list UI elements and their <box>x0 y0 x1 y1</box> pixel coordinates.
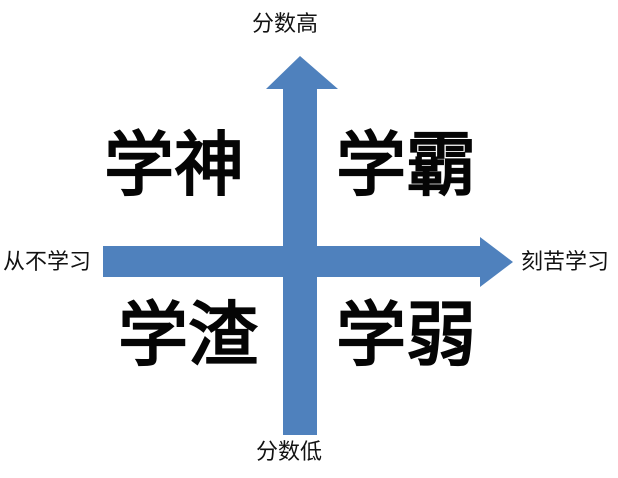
horizontal-arrow <box>103 237 513 287</box>
axis-label-study-hard: 刻苦学习 <box>521 250 610 275</box>
quadrant-label-top-left: 学神 <box>104 124 244 206</box>
quadrant-label-bottom-right: 学弱 <box>336 294 476 376</box>
axis-label-score-low: 分数低 <box>256 440 323 465</box>
quadrant-label-top-right: 学霸 <box>336 124 476 206</box>
axis-label-score-high: 分数高 <box>252 12 319 37</box>
vertical-arrow <box>266 56 338 435</box>
quadrant-label-bottom-left: 学渣 <box>118 294 258 376</box>
axis-label-never-study: 从不学习 <box>3 250 92 275</box>
